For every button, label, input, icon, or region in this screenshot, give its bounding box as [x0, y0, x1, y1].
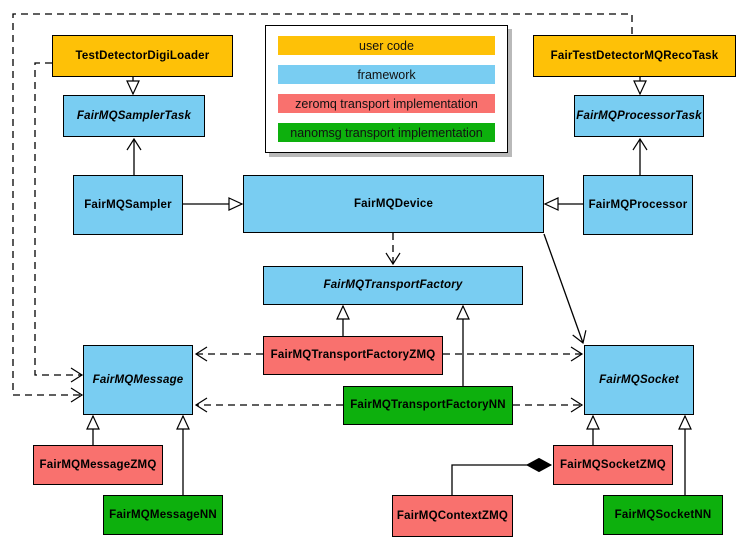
legend: user code framework zeromq transport imp…	[265, 25, 508, 153]
class-box-fairmqmessagezmq: FairMQMessageZMQ	[33, 445, 163, 485]
class-box-fairmqsocket: FairMQSocket	[584, 345, 694, 415]
class-box-fairmqcontextzmq: FairMQContextZMQ	[392, 495, 513, 537]
class-box-fairmqprocessor: FairMQProcessor	[583, 175, 693, 235]
edge-composition-contextzmq-socketzmq	[451, 457, 553, 495]
legend-item-nanomsg: nanomsg transport implementation	[278, 123, 495, 142]
class-box-fairmqmessage: FairMQMessage	[83, 345, 193, 415]
edge-association-device-socket	[543, 233, 587, 345]
class-box-fairtestdetectormqrecotask: FairTestDetectorMQRecoTask	[533, 35, 736, 77]
class-box-fairmqsamplertask: FairMQSamplerTask	[63, 95, 205, 137]
class-box-fairmqsampler: FairMQSampler	[73, 175, 183, 235]
edge-dependency-recotask-message	[12, 13, 633, 403]
legend-item-zeromq: zeromq transport implementation	[278, 94, 495, 113]
legend-item-framework: framework	[278, 65, 495, 84]
class-box-testdetectordigiloader: TestDetectorDigiLoader	[52, 35, 233, 77]
class-box-fairmqsocketnn: FairMQSocketNN	[603, 495, 723, 535]
class-box-fairmqtransportfactory: FairMQTransportFactory	[263, 266, 523, 305]
class-box-fairmqmessagenn: FairMQMessageNN	[103, 495, 223, 535]
legend-item-user-code: user code	[278, 36, 495, 55]
class-box-fairmqtransportfactorynn: FairMQTransportFactoryNN	[343, 386, 513, 425]
edge-dependency-digiloader-message	[34, 62, 84, 383]
class-box-fairmqtransportfactoryzmq: FairMQTransportFactoryZMQ	[263, 336, 443, 375]
class-box-fairmqprocessortask: FairMQProcessorTask	[574, 95, 704, 137]
class-box-fairmqsocketzmq: FairMQSocketZMQ	[553, 445, 673, 485]
class-box-fairmqdevice: FairMQDevice	[243, 175, 544, 233]
